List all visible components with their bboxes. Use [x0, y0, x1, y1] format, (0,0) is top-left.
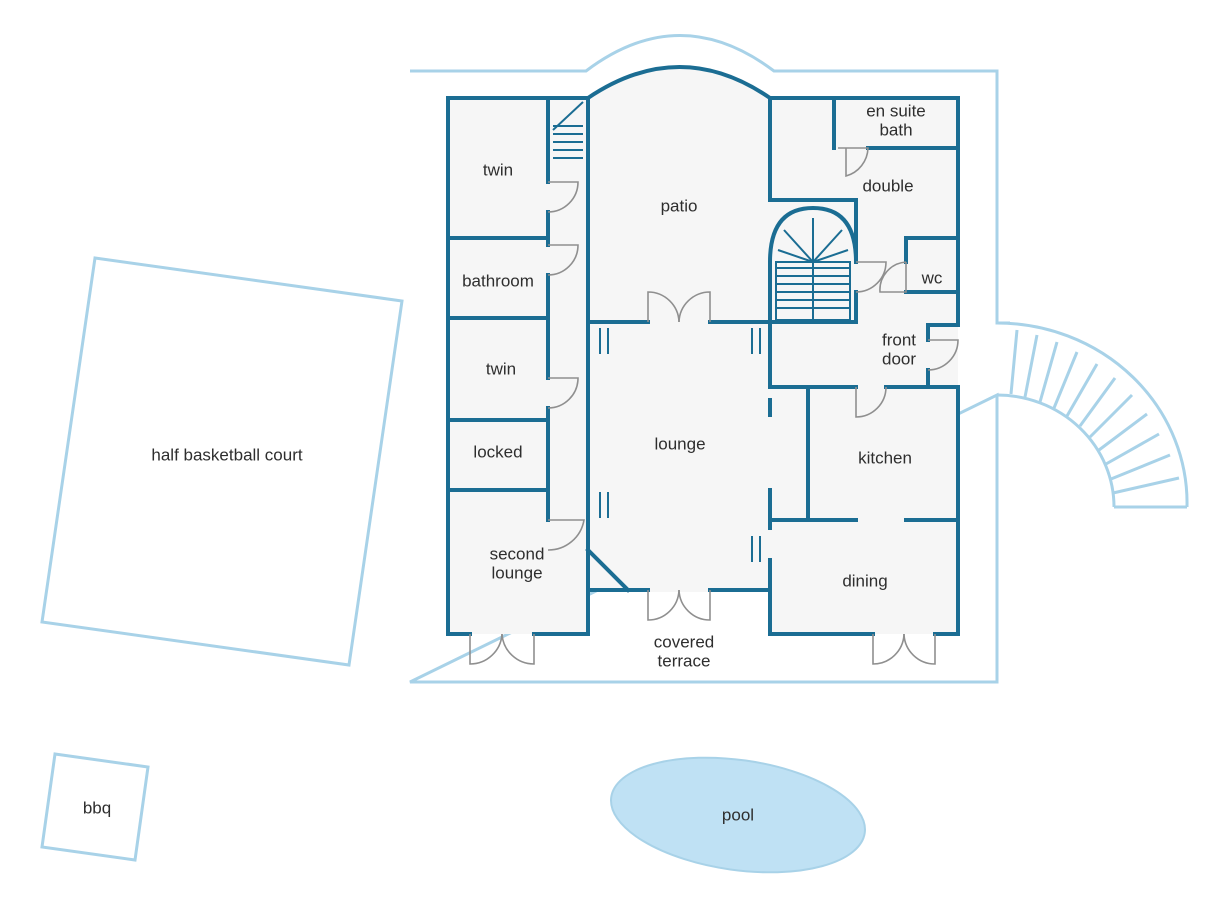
room-label-second-lounge-line-2: lounge	[491, 563, 542, 582]
room-label-en-suite-line-1: en suite	[866, 101, 926, 120]
entrance-steps	[996, 321, 1189, 509]
central-staircase	[768, 205, 859, 324]
room-label-locked: locked	[473, 442, 522, 461]
room-label-wc: wc	[921, 268, 943, 287]
room-label-front-door-line-1: front	[882, 330, 916, 349]
room-label-double: double	[862, 176, 913, 195]
room-label-bathroom: bathroom	[462, 271, 534, 290]
openings	[599, 328, 761, 562]
pool-shape	[610, 756, 866, 874]
room-label-lounge: lounge	[654, 434, 705, 453]
room-label-kitchen: kitchen	[858, 448, 912, 467]
door-swings	[469, 147, 959, 665]
room-label-covered-terrace-line-1: covered	[654, 632, 714, 651]
room-label-twin-1: twin	[483, 160, 513, 179]
room-label-front-door-line-2: door	[882, 349, 916, 368]
room-labels: twin bathroom twin locked second lounge …	[83, 101, 943, 824]
room-label-dining: dining	[842, 571, 887, 590]
room-label-en-suite-line-2: bath	[879, 120, 912, 139]
room-label-twin-2: twin	[486, 359, 516, 378]
room-label-covered-terrace-line-2: terrace	[658, 651, 711, 670]
room-label-second-lounge-line-1: second	[490, 544, 545, 563]
label-half-basketball-court: half basketball court	[151, 445, 302, 464]
bbq-outline	[40, 752, 150, 862]
walls	[446, 65, 960, 636]
floor-fills	[448, 69, 958, 634]
label-pool: pool	[722, 805, 754, 824]
left-staircase	[552, 101, 584, 159]
room-label-patio: patio	[661, 196, 698, 215]
basketball-court-outline	[40, 256, 404, 667]
label-bbq: bbq	[83, 798, 111, 817]
